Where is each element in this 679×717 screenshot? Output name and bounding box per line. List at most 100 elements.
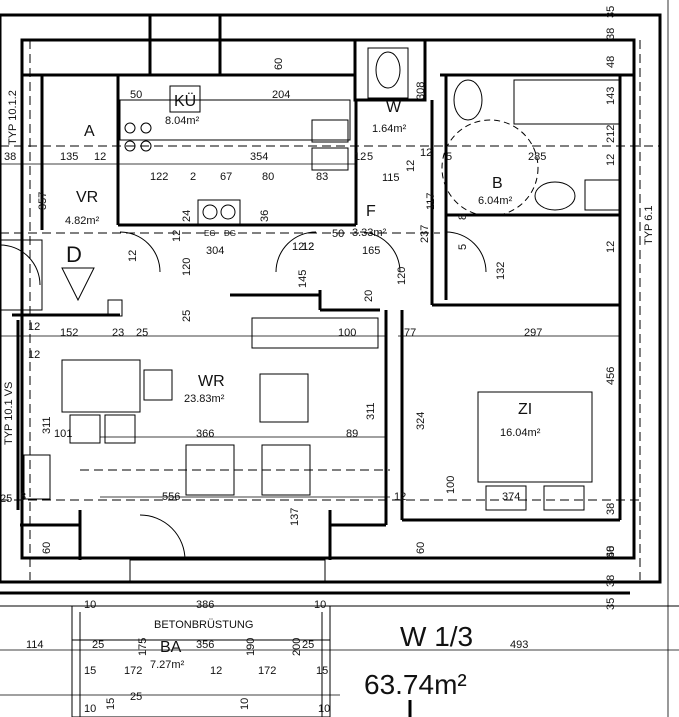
dimension-label: 25: [302, 639, 314, 651]
dimension-label: 386: [196, 599, 214, 611]
dimension-label: 15: [316, 665, 328, 677]
room-label-b: B: [492, 175, 503, 192]
dimension-label: 143: [605, 87, 617, 105]
dimension-label: 80: [262, 171, 274, 183]
balcony: [71, 605, 331, 717]
dimension-label: 172: [258, 665, 276, 677]
label-typ-101vs: TYP 10.1 VS: [3, 382, 15, 445]
dimension-label: 297: [524, 327, 542, 339]
dimension-label: 115: [382, 172, 400, 184]
dimension-label: 2: [190, 171, 196, 183]
room-area-ku: 8.04m²: [165, 115, 200, 127]
room-area-wr: 23.83m²: [184, 393, 225, 405]
room-label-w: W: [386, 99, 402, 116]
dimension-label: 172: [124, 665, 142, 677]
dimension-label: 12: [302, 241, 314, 253]
dimension-label: 12: [605, 241, 617, 253]
dimension-label: 24: [181, 210, 193, 222]
dimension-label: 357: [37, 192, 49, 210]
dimension-label: 12: [302, 241, 314, 253]
dimension-label: 285: [528, 151, 546, 163]
dimension-label: 25: [92, 639, 104, 651]
dimension-label: 25: [0, 493, 12, 505]
room-label-f: F: [366, 203, 376, 220]
dimension-label: 304: [206, 245, 224, 257]
dimension-label: 12: [127, 250, 139, 262]
dimension-label: 38: [4, 151, 16, 163]
room-area-ba: 7.27m²: [150, 659, 185, 671]
room-area-zi: 16.04m²: [500, 427, 541, 439]
outer-walls: [0, 13, 679, 607]
dimension-label: 456: [605, 367, 617, 385]
dimension-label: 356: [196, 639, 214, 651]
label-betonbrustung: BETONBRÜSTUNG: [154, 619, 253, 631]
dimension-label: 38: [605, 575, 617, 587]
room-label-zi: ZI: [518, 401, 532, 418]
dimension-label: 10: [314, 599, 326, 611]
dimension-label: 204: [272, 89, 290, 101]
dimension-label: 35: [605, 6, 617, 18]
dimension-label: 48: [605, 546, 617, 558]
dimension-label: 122: [150, 171, 168, 183]
dimension-label: 10: [84, 599, 96, 611]
dimension-label: 89: [346, 428, 358, 440]
dimension-label: 311: [365, 402, 377, 420]
dimension-label: 12: [354, 151, 366, 163]
dimension-label: 137: [289, 508, 301, 526]
dimension-label: 12: [28, 349, 40, 361]
dimension-label: 15: [105, 698, 117, 710]
room-area-w: 1.64m²: [372, 123, 407, 135]
dimension-label: 311: [41, 416, 53, 434]
dimension-label: 5: [457, 244, 469, 250]
label-typ-61: TYP 6.1: [643, 205, 655, 245]
label-dg: DG: [224, 229, 236, 238]
dimension-label: 165: [362, 245, 380, 257]
dimension-label: 493: [510, 639, 528, 651]
dimension-label: 556: [162, 491, 180, 503]
dimension-label: 36: [259, 210, 271, 222]
dimension-label: 12: [94, 151, 106, 163]
dimension-label: 101: [54, 428, 72, 440]
dimension-label: 12: [420, 147, 432, 159]
dimension-label: 12: [292, 241, 304, 253]
dimension-label: 5: [367, 151, 373, 163]
dimension-label: 237: [419, 225, 431, 243]
title-block: W 1/3 63.74m²: [364, 621, 473, 717]
dimension-label: 120: [396, 267, 408, 285]
dimension-label: 8: [20, 491, 26, 503]
dimension-label: 67: [220, 171, 232, 183]
dimension-label: 374: [502, 491, 520, 503]
room-label-vr: VR: [76, 189, 98, 206]
room-area-b: 6.04m²: [478, 195, 513, 207]
room-label-ba: BA: [160, 639, 182, 656]
dimension-label: 5: [446, 151, 452, 163]
dimension-label: 50: [130, 89, 142, 101]
room-area-vr: 4.82m²: [65, 215, 100, 227]
dimension-label: 175: [137, 638, 149, 656]
dimension-label: 25: [130, 691, 142, 703]
dimension-label: 50: [332, 228, 344, 240]
dimension-label: 60: [415, 542, 427, 554]
dimension-label: 152: [60, 327, 78, 339]
dimension-label: 10: [84, 703, 96, 715]
dimension-label: 25: [181, 310, 193, 322]
dimension-label: 12: [405, 160, 417, 172]
dimension-label: 12: [210, 665, 222, 677]
dimension-label: 145: [297, 270, 309, 288]
dimension-label: 12: [171, 230, 183, 242]
dimension-label: 135: [60, 151, 78, 163]
dimension-label: 100: [338, 327, 356, 339]
dimension-label: 354: [250, 151, 268, 163]
dimension-label: 15: [84, 665, 96, 677]
room-labels: KÜ 8.04m² W 1.64m² B 6.04m² VR 4.82m² F …: [3, 85, 655, 671]
dimension-label: 190: [245, 638, 257, 656]
label-a: A: [84, 123, 95, 140]
dimension-label: 38: [605, 28, 617, 40]
dimension-label: 20: [363, 290, 375, 302]
dimension-label: 100: [445, 476, 457, 494]
unit-total-area: 63.74m²: [364, 669, 467, 700]
dimension-label: 60: [605, 546, 617, 558]
